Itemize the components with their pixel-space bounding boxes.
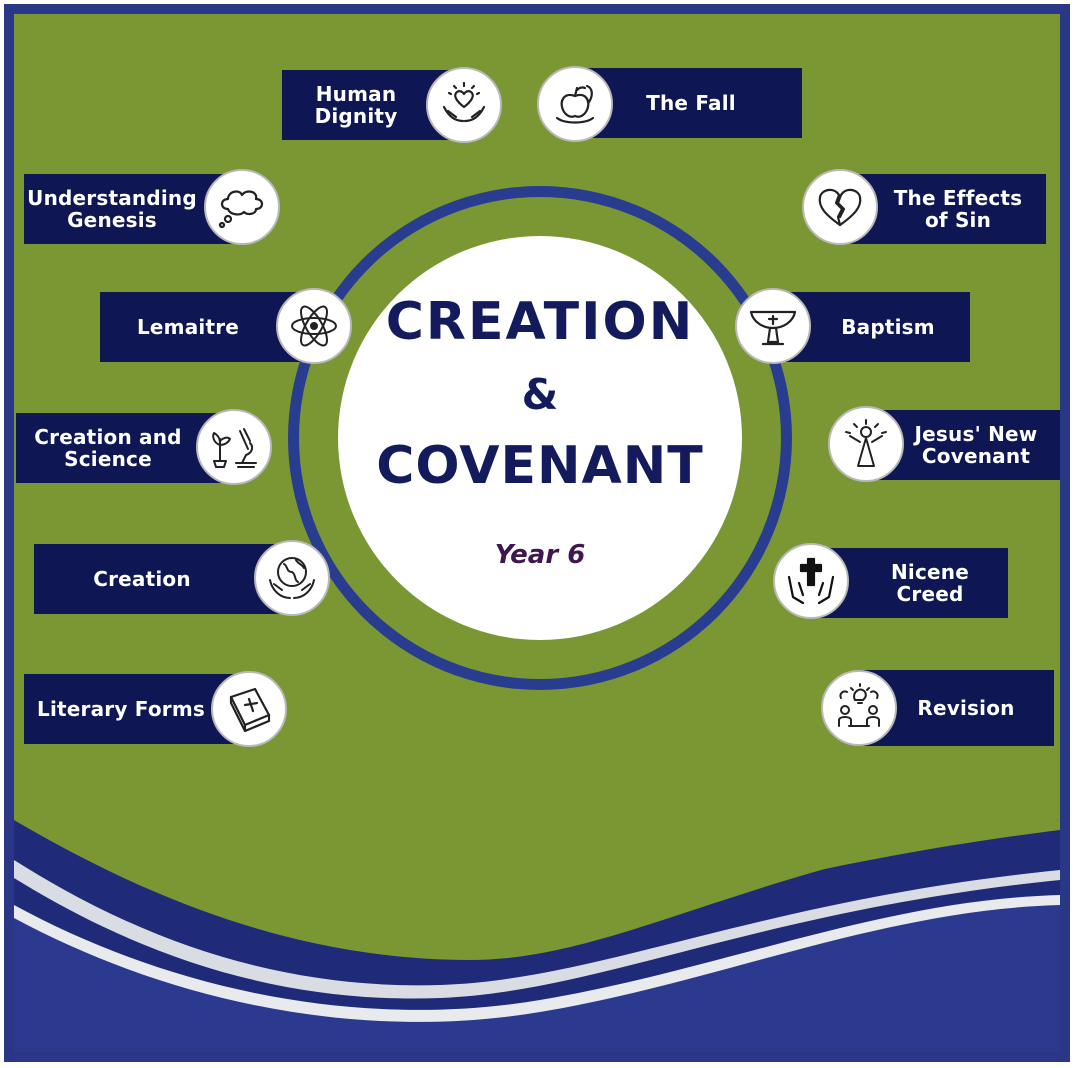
topic-label: The Effects of Sin	[893, 186, 1023, 232]
topic-understanding-genesis[interactable]: Understanding Genesis	[24, 174, 244, 244]
bible-icon	[211, 671, 287, 747]
discussion-lightbulb-icon	[821, 670, 897, 746]
topic-label: Creation	[93, 567, 191, 591]
topic-label: Jesus' New Covenant	[914, 422, 1038, 468]
hands-heart-icon	[426, 67, 502, 143]
topic-label: The Fall	[646, 91, 736, 115]
topic-effects-of-sin[interactable]: The Effects of Sin	[850, 174, 1046, 244]
topic-jesus-new-covenant[interactable]: Jesus' New Covenant	[876, 410, 1060, 480]
topic-creation[interactable]: Creation	[34, 544, 294, 614]
year-subtitle: Year 6	[494, 540, 586, 570]
thought-cloud-icon	[204, 169, 280, 245]
praying-hands-cross-icon	[773, 543, 849, 619]
topic-label: Baptism	[841, 315, 935, 339]
topic-label: Literary Forms	[37, 697, 205, 721]
broken-heart-icon	[802, 169, 878, 245]
bottom-wave-decoration	[14, 820, 1060, 1052]
topic-nicene-creed[interactable]: Nicene Creed	[812, 548, 1008, 618]
globe-hands-icon	[254, 540, 330, 616]
topic-the-fall[interactable]: The Fall	[580, 68, 802, 138]
center-circle	[338, 236, 742, 640]
title-line1: CREATION	[385, 292, 695, 352]
title-line3: COVENANT	[376, 436, 704, 496]
atom-icon	[276, 288, 352, 364]
plant-microscope-icon	[196, 409, 272, 485]
baptismal-font-icon	[735, 288, 811, 364]
apple-serpent-icon	[537, 66, 613, 142]
topic-label: Creation and Science	[34, 425, 182, 471]
topic-label: Understanding Genesis	[27, 186, 197, 232]
topic-label: Revision	[917, 696, 1015, 720]
title-line2: &	[521, 370, 559, 419]
topic-label: Human Dignity	[314, 82, 398, 128]
topic-label: Nicene Creed	[890, 560, 970, 606]
risen-jesus-icon	[828, 406, 904, 482]
topic-label: Lemaitre	[136, 315, 240, 339]
